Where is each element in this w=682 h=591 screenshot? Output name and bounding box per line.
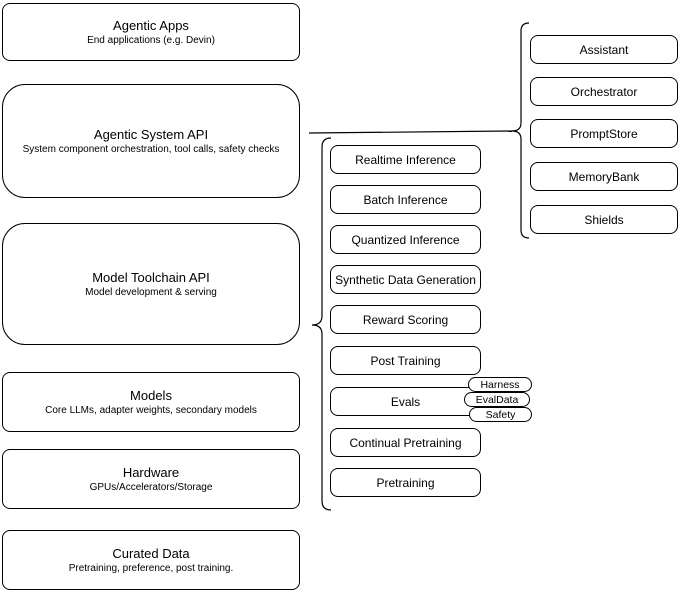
node-models: Models Core LLMs, adapter weights, secon… — [2, 372, 300, 432]
node-subtitle: End applications (e.g. Devin) — [87, 34, 215, 46]
node-synthetic-data-generation: Synthetic Data Generation — [330, 265, 481, 294]
node-reward-scoring: Reward Scoring — [330, 305, 481, 334]
node-title: Curated Data — [112, 545, 190, 561]
node-curated-data: Curated Data Pretraining, preference, po… — [2, 530, 300, 590]
node-continual-pretraining: Continual Pretraining — [330, 428, 481, 457]
node-hardware: Hardware GPUs/Accelerators/Storage — [2, 449, 300, 509]
node-title: Agentic Apps — [113, 17, 189, 33]
node-shields: Shields — [530, 205, 678, 234]
tag-harness: Harness — [468, 377, 532, 392]
node-post-training: Post Training — [330, 346, 481, 375]
node-subtitle: System component orchestration, tool cal… — [22, 143, 280, 155]
node-assistant: Assistant — [530, 35, 678, 64]
node-title: Models — [130, 387, 172, 403]
node-realtime-inference: Realtime Inference — [330, 145, 481, 174]
node-model-toolchain-api: Model Toolchain API Model development & … — [2, 223, 300, 345]
tag-evaldata: EvalData — [464, 392, 530, 407]
node-title: Agentic System API — [93, 126, 209, 142]
node-pretraining: Pretraining — [330, 468, 481, 497]
node-subtitle: Model development & serving — [85, 286, 217, 298]
tag-safety: Safety — [469, 407, 532, 422]
node-subtitle: Core LLMs, adapter weights, secondary mo… — [45, 404, 257, 416]
node-title: Model Toolchain API — [92, 269, 210, 285]
node-title: Hardware — [122, 464, 180, 480]
node-quantized-inference: Quantized Inference — [330, 225, 481, 254]
node-agentic-apps: Agentic Apps End applications (e.g. Devi… — [2, 3, 300, 61]
node-agentic-system-api: Agentic System API System component orch… — [2, 84, 300, 198]
node-subtitle: GPUs/Accelerators/Storage — [89, 481, 213, 493]
node-subtitle: Pretraining, preference, post training. — [68, 562, 234, 574]
node-promptstore: PromptStore — [530, 119, 678, 148]
node-batch-inference: Batch Inference — [330, 185, 481, 214]
system-api-connector-line — [308, 130, 513, 134]
components-brace — [511, 22, 530, 239]
node-evals: Evals — [330, 387, 481, 416]
node-memorybank: MemoryBank — [530, 162, 678, 191]
toolchain-brace — [311, 137, 332, 511]
node-orchestrator: Orchestrator — [530, 77, 678, 106]
